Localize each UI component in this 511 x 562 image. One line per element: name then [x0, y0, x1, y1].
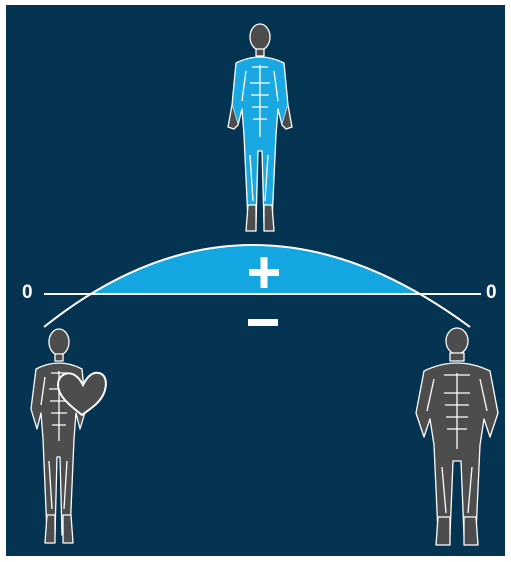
diagram-panel: 0 0 [6, 5, 505, 556]
zero-label-left: 0 [22, 283, 33, 302]
zero-label-right: 0 [486, 283, 497, 302]
muscular-figure [416, 328, 498, 545]
minus-sign [248, 319, 278, 326]
diagram-canvas [6, 5, 505, 556]
cardio-figure [31, 329, 86, 543]
balanced-figure [228, 24, 292, 231]
